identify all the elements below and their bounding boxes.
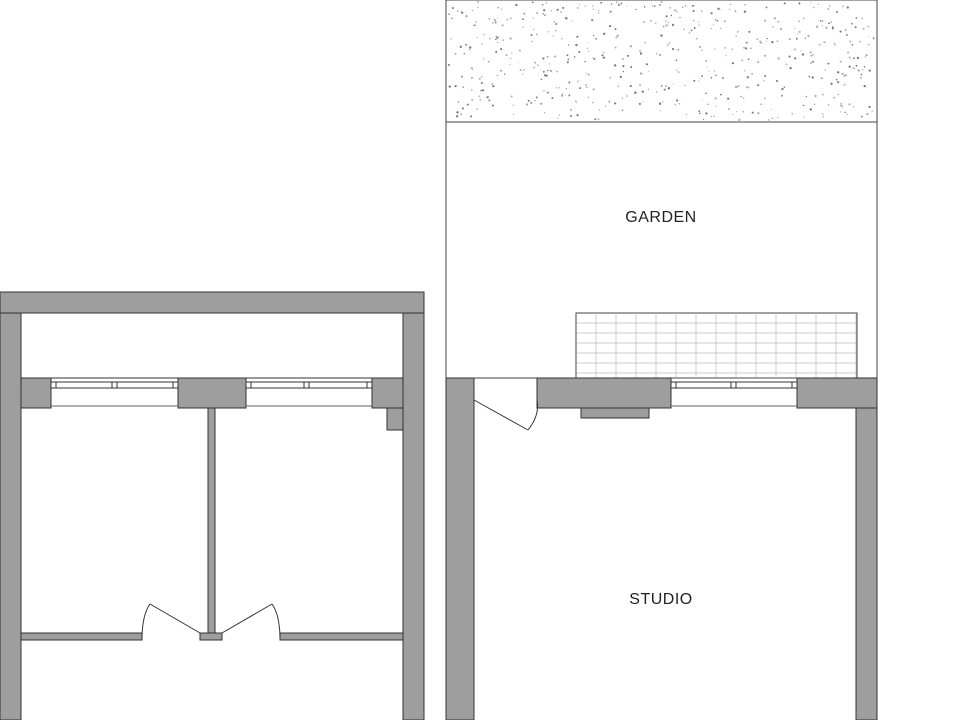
decking <box>575 312 858 379</box>
left-windows <box>50 381 373 407</box>
studio-walls <box>445 377 878 720</box>
left-building-upper-strip <box>20 312 404 379</box>
decking-boards <box>576 313 857 378</box>
gravel-area <box>445 0 878 123</box>
studio-window <box>670 381 798 407</box>
studio-door-swing <box>473 399 539 431</box>
gravel-texture <box>447 1 875 121</box>
right-door-swing <box>221 603 281 641</box>
studio-label: STUDIO <box>629 591 692 608</box>
left-door-swing <box>141 603 201 641</box>
garden-label: GARDEN <box>625 209 696 226</box>
left-building-walls <box>0 291 425 720</box>
